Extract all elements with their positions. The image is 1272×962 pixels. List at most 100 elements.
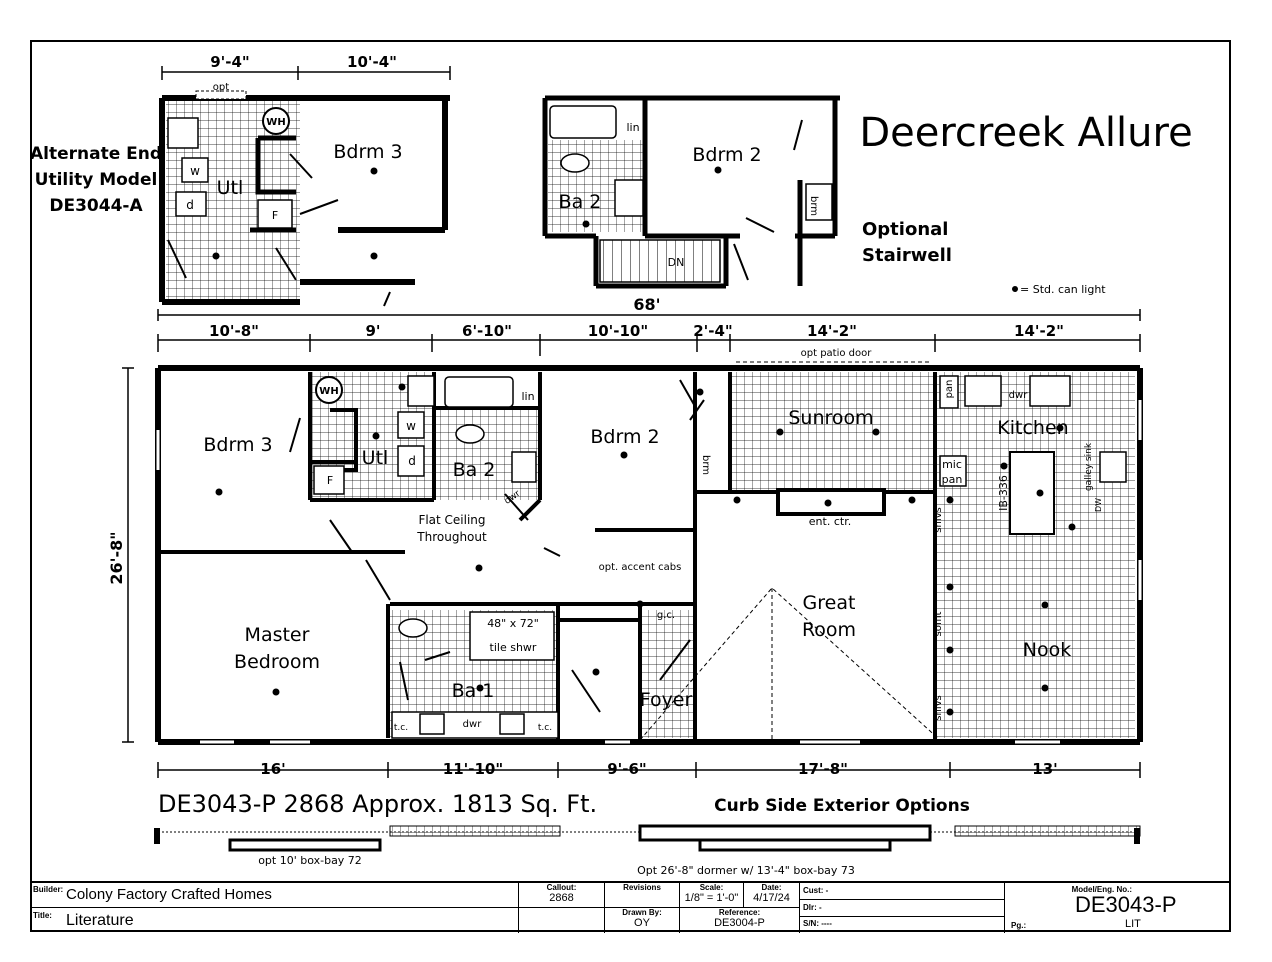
tc-label-1: t.c.	[394, 723, 408, 733]
top-dim-6: 14'-2"	[807, 322, 857, 340]
alt-w-label: w	[190, 164, 200, 178]
stair-room-ba2: Ba 2	[559, 191, 602, 213]
lin-label: lin	[521, 390, 534, 403]
brm-label: brm	[700, 455, 711, 475]
model-cell: Model/Eng. No.: DE3043-P LIT Pg.:	[1005, 883, 1230, 933]
room-master-line1: Master	[245, 624, 310, 646]
dw-label: DW	[1094, 498, 1103, 512]
reference-cell: Reference: DE3004-P	[680, 908, 800, 933]
island-label: IB-336	[997, 475, 1010, 511]
soffit-label: soffit	[933, 611, 944, 636]
plan-title: Deercreek Allure	[859, 110, 1192, 156]
date-value: 4/17/24	[753, 892, 790, 904]
cust-cell: Cust: -	[800, 883, 1005, 900]
room-ba2: Ba 2	[453, 459, 496, 481]
shelves-label-1: shlvs	[933, 507, 944, 532]
stair-dn-label: DN	[668, 256, 685, 269]
stair-room-bdrm2: Bdrm 2	[692, 144, 761, 166]
drawn-by-label: Drawn By:	[622, 908, 662, 917]
f-label: F	[327, 474, 333, 487]
drawn-by-cell: Drawn By: OY	[605, 908, 680, 933]
model-value: DE3043-P	[1075, 892, 1177, 917]
builder-label: Builder:	[33, 885, 64, 894]
curb-side-heading: Curb Side Exterior Options	[714, 796, 970, 816]
stair-option-line2: Stairwell	[862, 245, 952, 266]
wh-label: WH	[319, 386, 338, 397]
shower-size: 48" x 72"	[487, 617, 539, 630]
alt-opt-label: opt	[213, 82, 229, 93]
ent-ctr-label: ent. ctr.	[809, 515, 851, 528]
mic-pan-line2: pan	[942, 473, 963, 486]
room-great-line2: Room	[802, 619, 856, 641]
model-caption: DE3043-P 2868 Approx. 1813 Sq. Ft.	[158, 790, 597, 818]
room-foyer: Foyer	[640, 689, 693, 711]
date-cell: Date: 4/17/24	[744, 883, 800, 908]
kitchen-dwr-label: dwr	[1009, 390, 1029, 401]
reference-label: Reference:	[718, 908, 761, 917]
bottom-dim-1: 16'	[260, 760, 285, 778]
stair-brm-label: brm	[808, 196, 819, 216]
scale-cell: Scale: 1/8" = 1'-0"	[680, 883, 744, 908]
alt-model-line2: Utility Model	[35, 170, 158, 190]
depth-dimension-line	[122, 367, 134, 743]
main-floor-plan	[155, 361, 1143, 745]
box-bay-label: opt 10' box-bay 72	[258, 854, 362, 867]
model-label: Model/Eng. No.:	[1071, 885, 1132, 894]
w-label: w	[406, 419, 416, 433]
alt-room-bdrm3: Bdrm 3	[333, 141, 402, 163]
serial-label: S/N: ----	[803, 919, 832, 928]
alt-model-line1: Alternate End	[30, 144, 162, 164]
overall-depth: 26'-8"	[107, 531, 126, 584]
legend-text: = Std. can light	[1020, 283, 1106, 296]
title-value: Literature	[66, 912, 134, 929]
revisions-label: Revisions	[623, 883, 661, 892]
ba1-dwr-label: dwr	[463, 719, 483, 730]
alt-model-line3: DE3044-A	[49, 196, 143, 216]
bottom-dim-5: 13'	[1032, 760, 1057, 778]
tc-label-2: t.c.	[538, 723, 552, 733]
room-ba1: Ba 1	[452, 680, 495, 702]
accent-cabs-label: opt. accent cabs	[599, 562, 682, 573]
room-bdrm2: Bdrm 2	[590, 426, 659, 448]
room-bdrm3: Bdrm 3	[203, 434, 272, 456]
flat-ceiling-line1: Flat Ceiling	[418, 513, 485, 527]
top-dim-5: 2'-4"	[693, 322, 733, 340]
room-utl: Utl	[362, 447, 389, 469]
builder-cell: Builder: Colony Factory Crafted Homes	[31, 883, 519, 908]
cust-label: Cust: -	[803, 886, 829, 895]
opt-patio-door: opt patio door	[801, 348, 873, 359]
dealer-cell: Dlr: -	[800, 900, 1005, 917]
room-sunroom: Sunroom	[788, 407, 873, 429]
alt-dim-1: 9'-4"	[210, 53, 250, 71]
title-cell: Title: Literature	[31, 908, 519, 933]
builder-value: Colony Factory Crafted Homes	[66, 886, 272, 903]
d-label: d	[408, 454, 416, 468]
gc-label: g.c.	[657, 610, 675, 621]
sheet-border	[30, 40, 1231, 932]
page-label: Pg.:	[1011, 921, 1027, 930]
dormer-label: Opt 26'-8" dormer w/ 13'-4" box-bay 73	[637, 864, 855, 877]
top-dim-1: 10'-8"	[209, 322, 259, 340]
alt-d-label: d	[186, 198, 194, 212]
top-dimension-lines	[157, 309, 1141, 356]
galley-sink-label: galley sink	[1084, 442, 1094, 491]
top-dim-3: 6'-10"	[462, 322, 512, 340]
shelves-label-2: shlvs	[933, 695, 944, 720]
alt-wh-label: WH	[266, 117, 285, 128]
stair-option-line1: Optional	[862, 219, 948, 240]
callout-cell: Callout: 2868	[519, 883, 605, 908]
bottom-dimension-lines	[157, 762, 1141, 778]
revisions-cell: Revisions	[605, 883, 680, 908]
pan-label: pan	[944, 380, 955, 399]
bottom-dim-4: 17'-8"	[798, 760, 848, 778]
callout-label: Callout:	[546, 883, 577, 892]
stair-lin-label: lin	[626, 121, 639, 134]
reference-value: DE3004-P	[714, 917, 765, 929]
bottom-dim-2: 11'-10"	[443, 760, 503, 778]
date-label: Date:	[761, 883, 782, 892]
drawn-by-value: OY	[634, 917, 650, 929]
callout-value: 2868	[549, 892, 574, 904]
alt-dim-2: 10'-4"	[347, 53, 397, 71]
serial-cell: S/N: ----	[800, 917, 1005, 933]
